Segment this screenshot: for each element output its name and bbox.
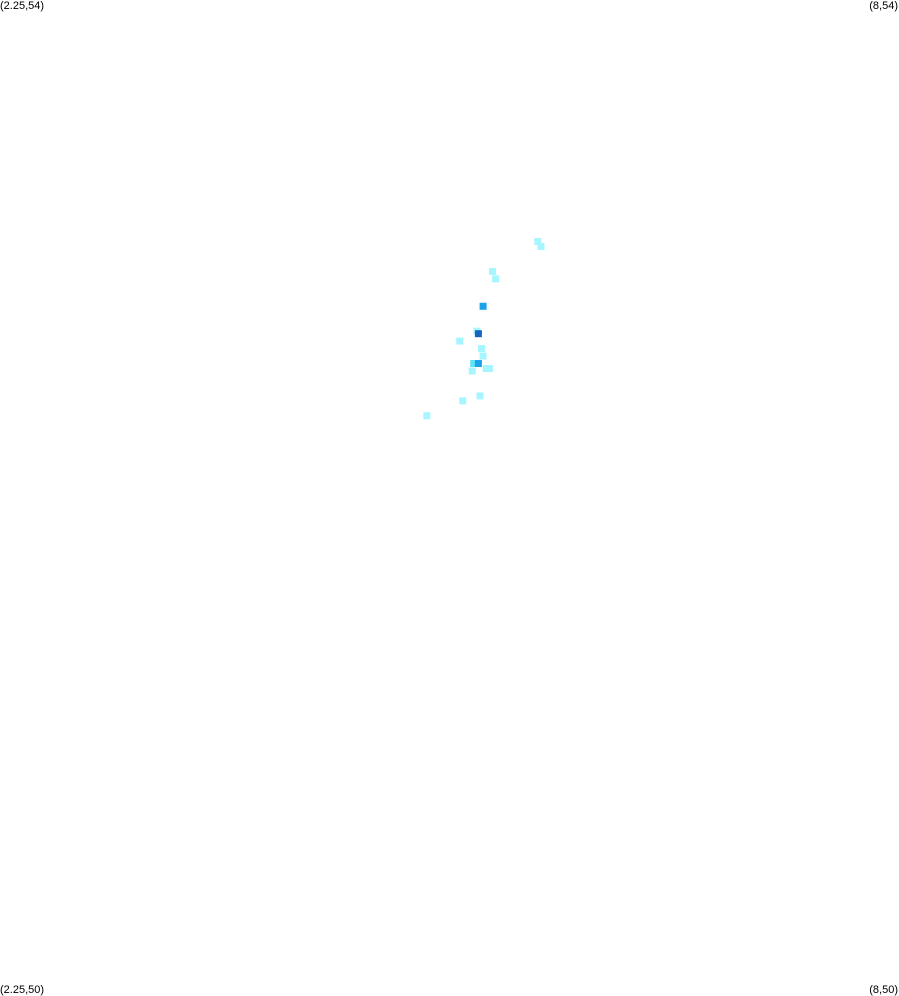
corner-label-top-right: (8,54) bbox=[869, 0, 898, 12]
density-cell-1 bbox=[537, 243, 545, 250]
density-cell-10 bbox=[470, 360, 478, 367]
density-cell-4 bbox=[479, 302, 487, 310]
density-cell-17 bbox=[423, 412, 431, 420]
corner-label-top-left: (2.25,54) bbox=[0, 0, 45, 12]
density-cell-0 bbox=[534, 238, 542, 245]
density-cell-9 bbox=[479, 352, 487, 360]
density-cell-13 bbox=[485, 365, 493, 372]
corner-label-bottom-left: (2.25,50) bbox=[0, 984, 45, 996]
density-cell-8 bbox=[478, 345, 486, 353]
density-cell-16 bbox=[459, 397, 467, 405]
corner-label-bottom-right: (8,50) bbox=[869, 984, 898, 996]
density-cell-15 bbox=[476, 392, 484, 400]
density-cell-11 bbox=[474, 360, 482, 367]
density-cells bbox=[423, 238, 545, 420]
density-cell-6 bbox=[474, 330, 482, 338]
density-cell-3 bbox=[492, 275, 500, 283]
density-cell-14 bbox=[468, 367, 476, 375]
density-cell-2 bbox=[489, 267, 496, 275]
density-cell-7 bbox=[456, 337, 464, 345]
